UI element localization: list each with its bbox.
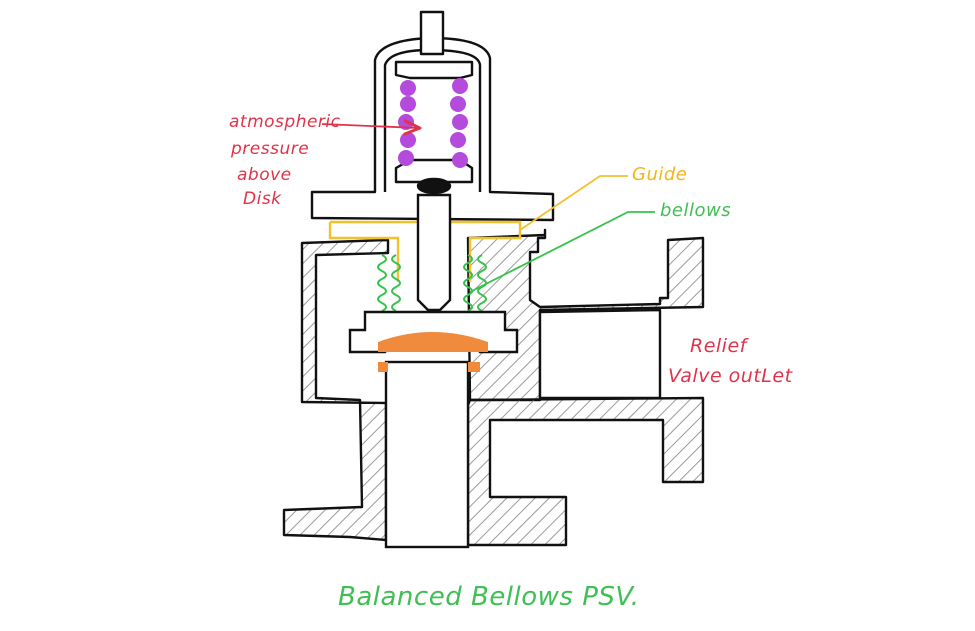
bellows-leader bbox=[469, 211, 655, 293]
label-atmospheric-2: pressure bbox=[230, 139, 309, 159]
stem-knob bbox=[416, 177, 452, 195]
atmospheric-arrow bbox=[321, 124, 418, 128]
valve-body bbox=[282, 228, 705, 547]
label-bellows: bellows bbox=[660, 200, 731, 221]
label-guide: Guide bbox=[632, 164, 687, 185]
upper-spring-plate bbox=[394, 60, 474, 80]
guide bbox=[328, 220, 522, 282]
outlet-passage bbox=[538, 308, 662, 400]
body-right-wall bbox=[466, 228, 705, 402]
bonnet bbox=[310, 10, 555, 222]
body-left-wall bbox=[282, 238, 390, 542]
bonnet-outer bbox=[310, 36, 555, 222]
label-relief-2: Valve outLet bbox=[668, 365, 794, 387]
label-atmospheric-3: above bbox=[237, 165, 292, 185]
stem bbox=[416, 193, 452, 312]
body-lower-right bbox=[466, 396, 705, 547]
spring-coils bbox=[398, 78, 468, 168]
diagram-title: Balanced Bellows PSV. bbox=[338, 582, 639, 612]
label-relief-1: Relief bbox=[690, 335, 750, 357]
guide-leader bbox=[519, 175, 628, 231]
stem-top bbox=[419, 10, 445, 56]
inlet-nozzle bbox=[384, 360, 470, 549]
disk bbox=[378, 332, 488, 372]
label-atmospheric-1: atmospheric bbox=[229, 112, 341, 132]
label-atmospheric-4: Disk bbox=[243, 189, 282, 209]
